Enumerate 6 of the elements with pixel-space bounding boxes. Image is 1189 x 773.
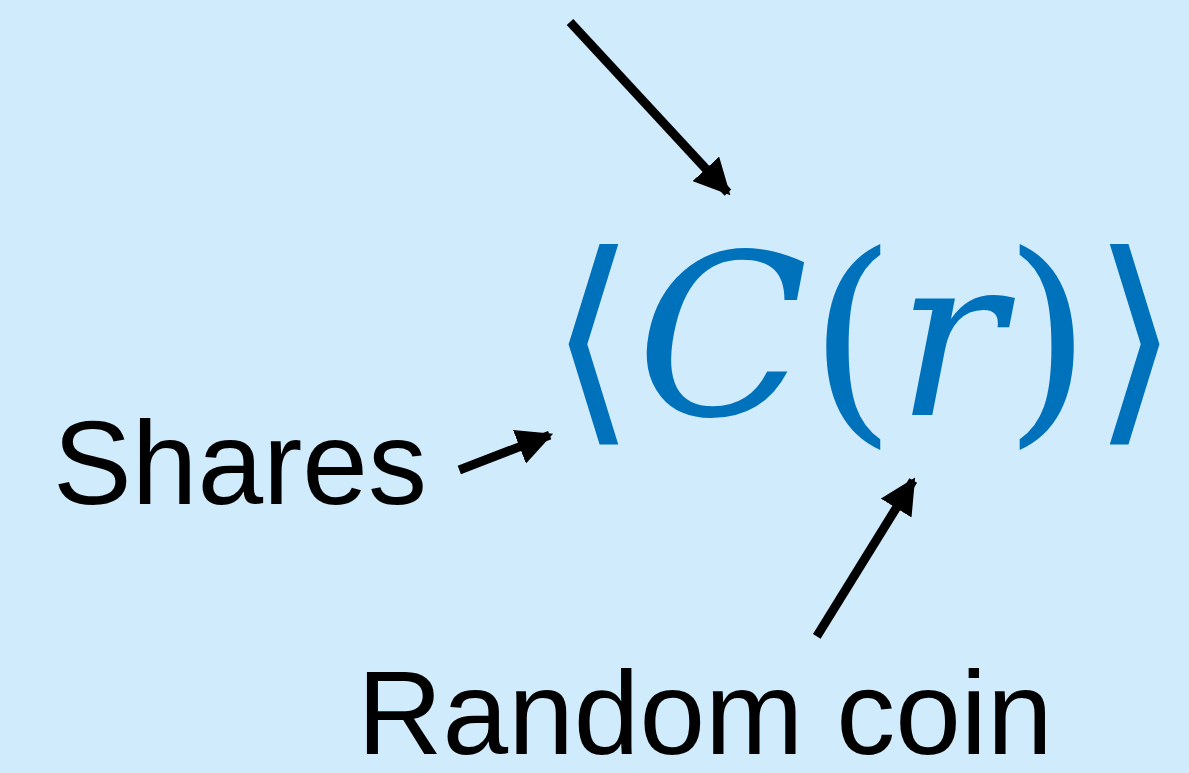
formula: ⟨C(r)⟩: [548, 225, 1180, 450]
leader-arrow: [566, 18, 732, 196]
leader-arrow: [812, 477, 918, 639]
callout-label: Shares: [53, 403, 427, 522]
callout-label: Random coin: [357, 653, 1053, 772]
leader-arrow: [457, 430, 554, 475]
